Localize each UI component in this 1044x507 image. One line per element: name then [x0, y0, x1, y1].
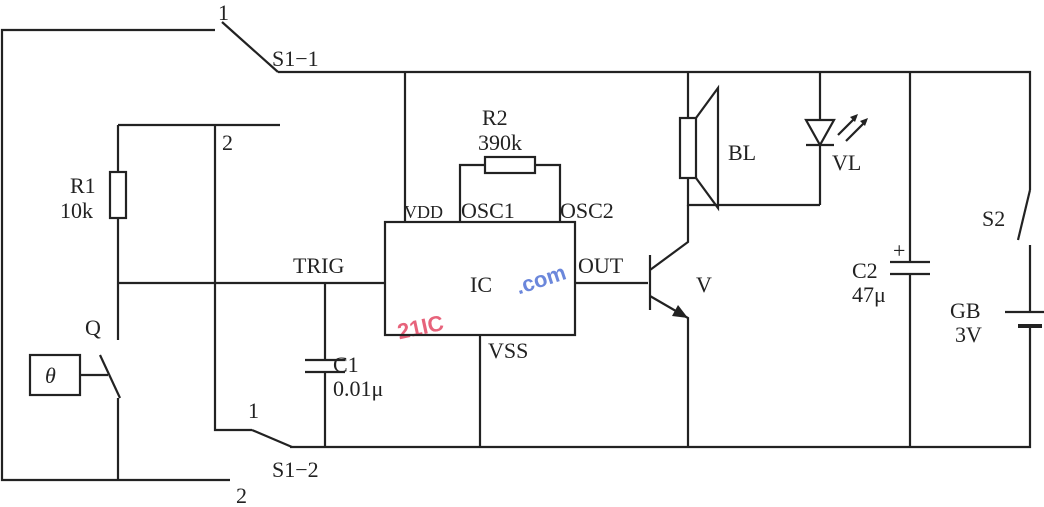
watermark-21ic: 21IC — [395, 310, 446, 344]
label-out: OUT — [578, 253, 624, 278]
wire-top-rail — [278, 70, 1032, 190]
label-s1-1: S1−1 — [272, 46, 319, 71]
wire-s1-2 — [213, 125, 252, 432]
label-pos2-bottom: 2 — [236, 483, 247, 507]
led-vl-triangle — [804, 118, 836, 148]
label-r2: R2 — [482, 105, 508, 130]
switch-s2-blade — [1016, 189, 1032, 241]
label-s1-2-pos1: 1 — [248, 398, 259, 423]
wire-right — [290, 245, 1032, 449]
led-arrow-head-1 — [850, 114, 858, 122]
label-s1-1-pos1: 1 — [218, 0, 229, 25]
transistor-v-collector — [649, 205, 690, 271]
wire-left-loop — [0, 28, 230, 482]
resistor-r1 — [108, 170, 128, 220]
label-c2: C2 — [852, 258, 878, 283]
label-c2-value: 47μ — [852, 282, 886, 307]
label-c1-value: 0.01μ — [333, 376, 383, 401]
label-theta: θ — [45, 363, 56, 388]
label-c1: C1 — [333, 352, 359, 377]
switch-q-blade — [99, 354, 121, 399]
label-ic: IC — [470, 272, 492, 297]
transistor-v-emitter — [649, 295, 690, 447]
speaker-bl-cone — [695, 84, 720, 212]
switch-s1-2-blade — [251, 428, 293, 449]
label-vl: VL — [832, 150, 861, 175]
label-r1-value: 10k — [60, 198, 93, 223]
speaker-bl-body — [678, 116, 698, 180]
wire-r1 — [116, 123, 280, 340]
watermark-com: .com — [512, 260, 569, 300]
label-osc2: OSC2 — [560, 198, 614, 223]
wire-bl — [686, 72, 820, 207]
led-arrow-head-2 — [860, 118, 868, 126]
label-pos2-top: 2 — [222, 130, 233, 155]
label-c2-plus: + — [893, 238, 905, 263]
resistor-r2 — [483, 155, 537, 175]
label-s2: S2 — [982, 206, 1005, 231]
transistor-emitter-arrow — [672, 305, 688, 318]
label-v: V — [696, 272, 712, 297]
label-q: Q — [85, 315, 101, 340]
label-gb: GB — [950, 298, 981, 323]
switch-s1-1-blade — [221, 21, 279, 73]
label-trig: TRIG — [293, 253, 344, 278]
label-r2-value: 390k — [478, 130, 522, 155]
label-s1-2: S1−2 — [272, 457, 319, 482]
label-osc1: OSC1 — [461, 198, 515, 223]
label-gb-value: 3V — [955, 322, 982, 347]
label-r1: R1 — [70, 173, 96, 198]
label-vdd: VDD — [404, 202, 443, 222]
label-vss: VSS — [488, 338, 528, 363]
wire-r2 — [458, 163, 562, 222]
label-bl: BL — [728, 140, 756, 165]
